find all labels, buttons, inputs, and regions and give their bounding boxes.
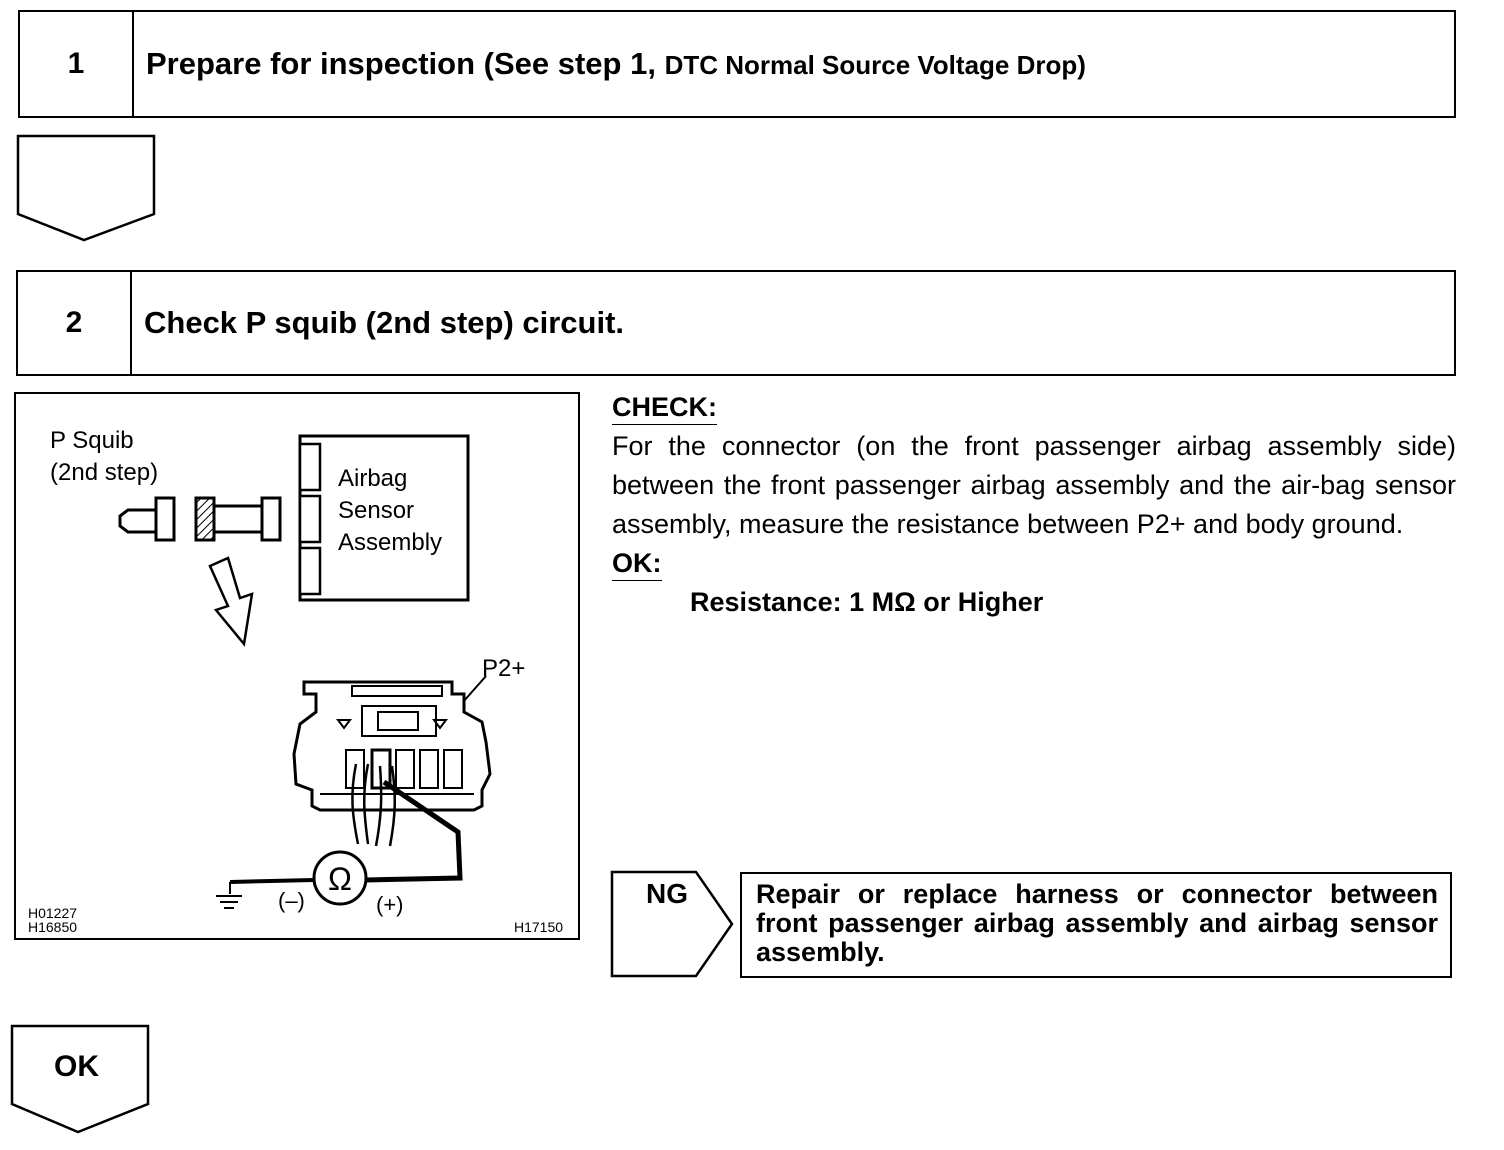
step-1-title-small: DTC Normal Source Voltage Drop) <box>664 50 1086 80</box>
ohm-symbol: Ω <box>328 861 352 897</box>
ok-arrow <box>10 1024 150 1134</box>
wire-2 <box>362 763 370 845</box>
cavity-4 <box>419 749 439 789</box>
figure-code-left-1: H01227 <box>28 905 77 921</box>
figure-code-left-2: H16850 <box>28 919 77 935</box>
check-instructions: For the connector (on the front passenge… <box>612 431 1456 539</box>
sensor-label-line2: Sensor <box>338 497 414 524</box>
wire-3 <box>374 765 383 847</box>
wiring-illustration: P Squib (2nd step) Airbag Sensor Assembl… <box>28 427 563 935</box>
cavity-1 <box>345 749 365 789</box>
sensor-label-line3: Assembly <box>338 529 442 556</box>
sensor-pin-2 <box>298 494 322 544</box>
hatched-connector <box>194 496 216 542</box>
housing-lock-inner <box>377 711 419 731</box>
connector-housing <box>292 680 492 812</box>
housing-mark-right <box>432 719 448 730</box>
ohmmeter-icon <box>312 850 368 906</box>
test-lead-negative <box>229 878 315 884</box>
step-1-number: 1 <box>20 12 134 116</box>
housing-latch <box>351 685 443 697</box>
airbag-sensor-box <box>298 434 470 602</box>
connector-figure: P Squib (2nd step) Airbag Sensor Assembl… <box>14 392 580 940</box>
step-1-box: 1 Prepare for inspection (See step 1, DT… <box>18 10 1456 118</box>
plus-label: (+) <box>376 892 404 917</box>
harness-segment <box>212 504 264 534</box>
step-1-title-main: Prepare for inspection (See step 1, <box>146 46 665 81</box>
down-arrow-icon <box>208 556 254 647</box>
harness-connector <box>260 496 282 542</box>
check-heading: CHECK: <box>612 391 717 425</box>
resistance-spec: Resistance: 1 MΩ or Higher <box>690 587 1044 617</box>
ng-arrow <box>610 870 734 978</box>
sensor-label-line1: Airbag <box>338 465 407 492</box>
cavity-5 <box>443 749 463 789</box>
step-2-title: Check P squib (2nd step) circuit. <box>144 305 625 340</box>
figure-code-right: H17150 <box>514 919 563 935</box>
wire-1 <box>351 763 360 845</box>
terminal-label: P2+ <box>482 655 525 682</box>
sensor-pin-1 <box>298 442 322 492</box>
ng-action-box: Repair or replace harness or connector b… <box>740 872 1452 978</box>
cavity-3 <box>395 749 415 789</box>
squib-connector <box>154 496 176 542</box>
test-lead-positive <box>365 779 463 883</box>
squib-label-line1: P Squib <box>50 427 134 454</box>
squib-label-line2: (2nd step) <box>50 459 158 486</box>
ok-heading: OK: <box>612 547 662 581</box>
step-2-box: 2 Check P squib (2nd step) circuit. <box>16 270 1456 376</box>
flow-arrow-1 <box>16 134 156 242</box>
minus-label: (–) <box>278 888 305 913</box>
sensor-pin-3 <box>298 546 322 596</box>
ng-label: NG <box>646 878 688 909</box>
ok-label: OK <box>54 1050 99 1083</box>
squib-plug <box>118 508 158 534</box>
wire-4 <box>388 765 397 847</box>
housing-mark-left <box>336 719 352 730</box>
step-2-number: 2 <box>18 272 132 374</box>
step-1-title: Prepare for inspection (See step 1, DTC … <box>134 46 1086 82</box>
check-section: CHECK: For the connector (on the front p… <box>612 388 1456 622</box>
